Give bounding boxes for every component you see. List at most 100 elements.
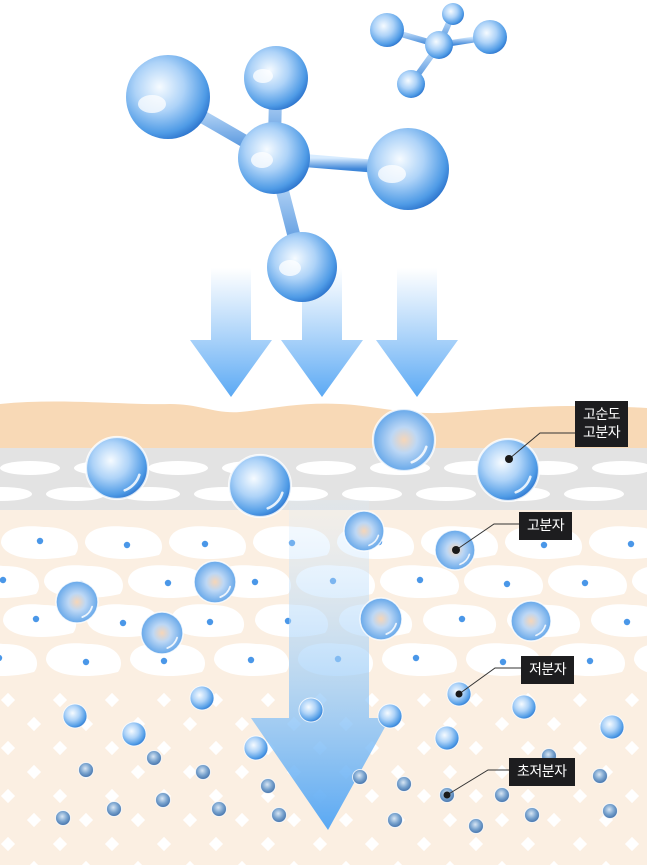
dermis-diamond <box>416 788 432 804</box>
ultra-low-molecule-sphere <box>211 801 227 817</box>
ultra-low-molecule-sphere <box>396 776 412 792</box>
sphere-body <box>211 801 227 817</box>
dermis-diamond <box>156 836 172 852</box>
sphere-body <box>106 801 122 817</box>
barrier-cell <box>46 487 106 501</box>
high-purity-molecule-sphere <box>84 435 150 501</box>
molecule-large-icon <box>126 46 449 302</box>
dermis-diamond <box>156 692 172 708</box>
sphere-highlight <box>385 622 397 635</box>
dermis-diamond <box>624 788 640 804</box>
sphere-highlight <box>123 473 141 492</box>
dermis-diamond <box>104 740 120 756</box>
label-low-molecule: 저분자 <box>521 656 575 684</box>
low-molecule-sphere <box>298 697 324 723</box>
cell-nucleus <box>416 576 424 584</box>
dermis-diamond <box>26 764 42 780</box>
sphere-body <box>84 435 150 501</box>
dermis-diamond <box>130 860 146 865</box>
dermis-diamond <box>208 836 224 852</box>
ultra-low-molecule-sphere <box>146 750 162 766</box>
low-molecule-sphere <box>434 725 460 751</box>
sphere-body <box>352 769 368 785</box>
high-molecule-sphere <box>140 611 184 655</box>
dermis-diamond <box>624 692 640 708</box>
dermis-cell <box>464 565 544 599</box>
dermis-diamond <box>52 692 68 708</box>
dermis-diamond <box>520 788 536 804</box>
label-high-molecule: 고분자 <box>519 512 573 540</box>
sphere-body <box>62 703 88 729</box>
barrier-cell <box>0 487 32 501</box>
dermis-diamond <box>52 788 68 804</box>
dermis-diamond <box>468 788 484 804</box>
cell-nucleus <box>36 537 44 545</box>
dermis-diamond <box>624 740 640 756</box>
sphere-body <box>121 721 147 747</box>
high-molecule-sphere <box>359 597 403 641</box>
sphere-highlight <box>81 605 93 618</box>
marker-dot <box>443 791 451 799</box>
dermis-diamond <box>468 836 484 852</box>
dermis-diamond <box>26 812 42 828</box>
dermis-cell <box>591 604 647 637</box>
dermis-diamond <box>234 716 250 732</box>
cell-nucleus <box>160 657 168 665</box>
sphere-body <box>396 776 412 792</box>
sphere-body <box>592 768 608 784</box>
dermis-diamond <box>520 740 536 756</box>
dermis-diamond <box>364 788 380 804</box>
dermis-diamond <box>312 836 328 852</box>
label-high-purity-molecule: 고순도 고분자 <box>575 401 629 447</box>
label-text: 저분자 <box>529 662 567 678</box>
dermis-diamond <box>416 836 432 852</box>
cell-nucleus <box>627 540 635 548</box>
marker-dot <box>455 690 463 698</box>
cell-nucleus <box>540 541 548 549</box>
cell-nucleus <box>0 576 7 584</box>
sphere-highlight <box>459 553 471 566</box>
low-molecule-sphere <box>243 735 269 761</box>
ultra-low-molecule-sphere <box>78 762 94 778</box>
cell-nucleus <box>164 579 172 587</box>
low-molecule-sphere <box>377 703 403 729</box>
dermis-diamond <box>338 812 354 828</box>
cell-nucleus <box>0 654 3 662</box>
ultra-low-molecule-sphere <box>602 803 618 819</box>
ultra-low-molecule-sphere <box>494 787 510 803</box>
down-arrow-icon <box>281 268 363 397</box>
cell-nucleus <box>201 540 209 548</box>
dermis-diamond <box>26 860 42 865</box>
leader-line-low-molecule <box>458 667 521 695</box>
dermis-cell <box>46 643 122 677</box>
cell-nucleus <box>247 656 255 664</box>
sphere-highlight <box>266 491 284 510</box>
dermis-diamond <box>598 860 614 865</box>
dermis-diamond <box>78 812 94 828</box>
sphere-highlight <box>514 475 532 494</box>
dermis-diamond <box>0 692 16 708</box>
cell-nucleus <box>32 615 40 623</box>
sphere-highlight <box>368 534 380 547</box>
dermis-diamond <box>156 740 172 756</box>
down-arrow-icon <box>376 268 458 397</box>
sphere-body <box>359 597 403 641</box>
dermis-diamond <box>442 860 458 865</box>
down-arrow-large-icon <box>251 500 390 830</box>
cell-nucleus <box>586 657 594 665</box>
cell-nucleus <box>623 618 631 626</box>
dermis-diamond <box>572 788 588 804</box>
dermis-diamond <box>182 716 198 732</box>
sphere-body <box>371 407 437 473</box>
sphere-body <box>468 818 484 834</box>
sphere-body <box>260 778 276 794</box>
leader-line-high-molecule <box>455 523 519 551</box>
high-purity-molecule-sphere <box>227 453 293 519</box>
dermis-diamond <box>416 740 432 756</box>
sphere-body <box>377 703 403 729</box>
dermis-diamond <box>390 764 406 780</box>
low-molecule-sphere <box>121 721 147 747</box>
high-molecule-sphere <box>193 560 237 604</box>
